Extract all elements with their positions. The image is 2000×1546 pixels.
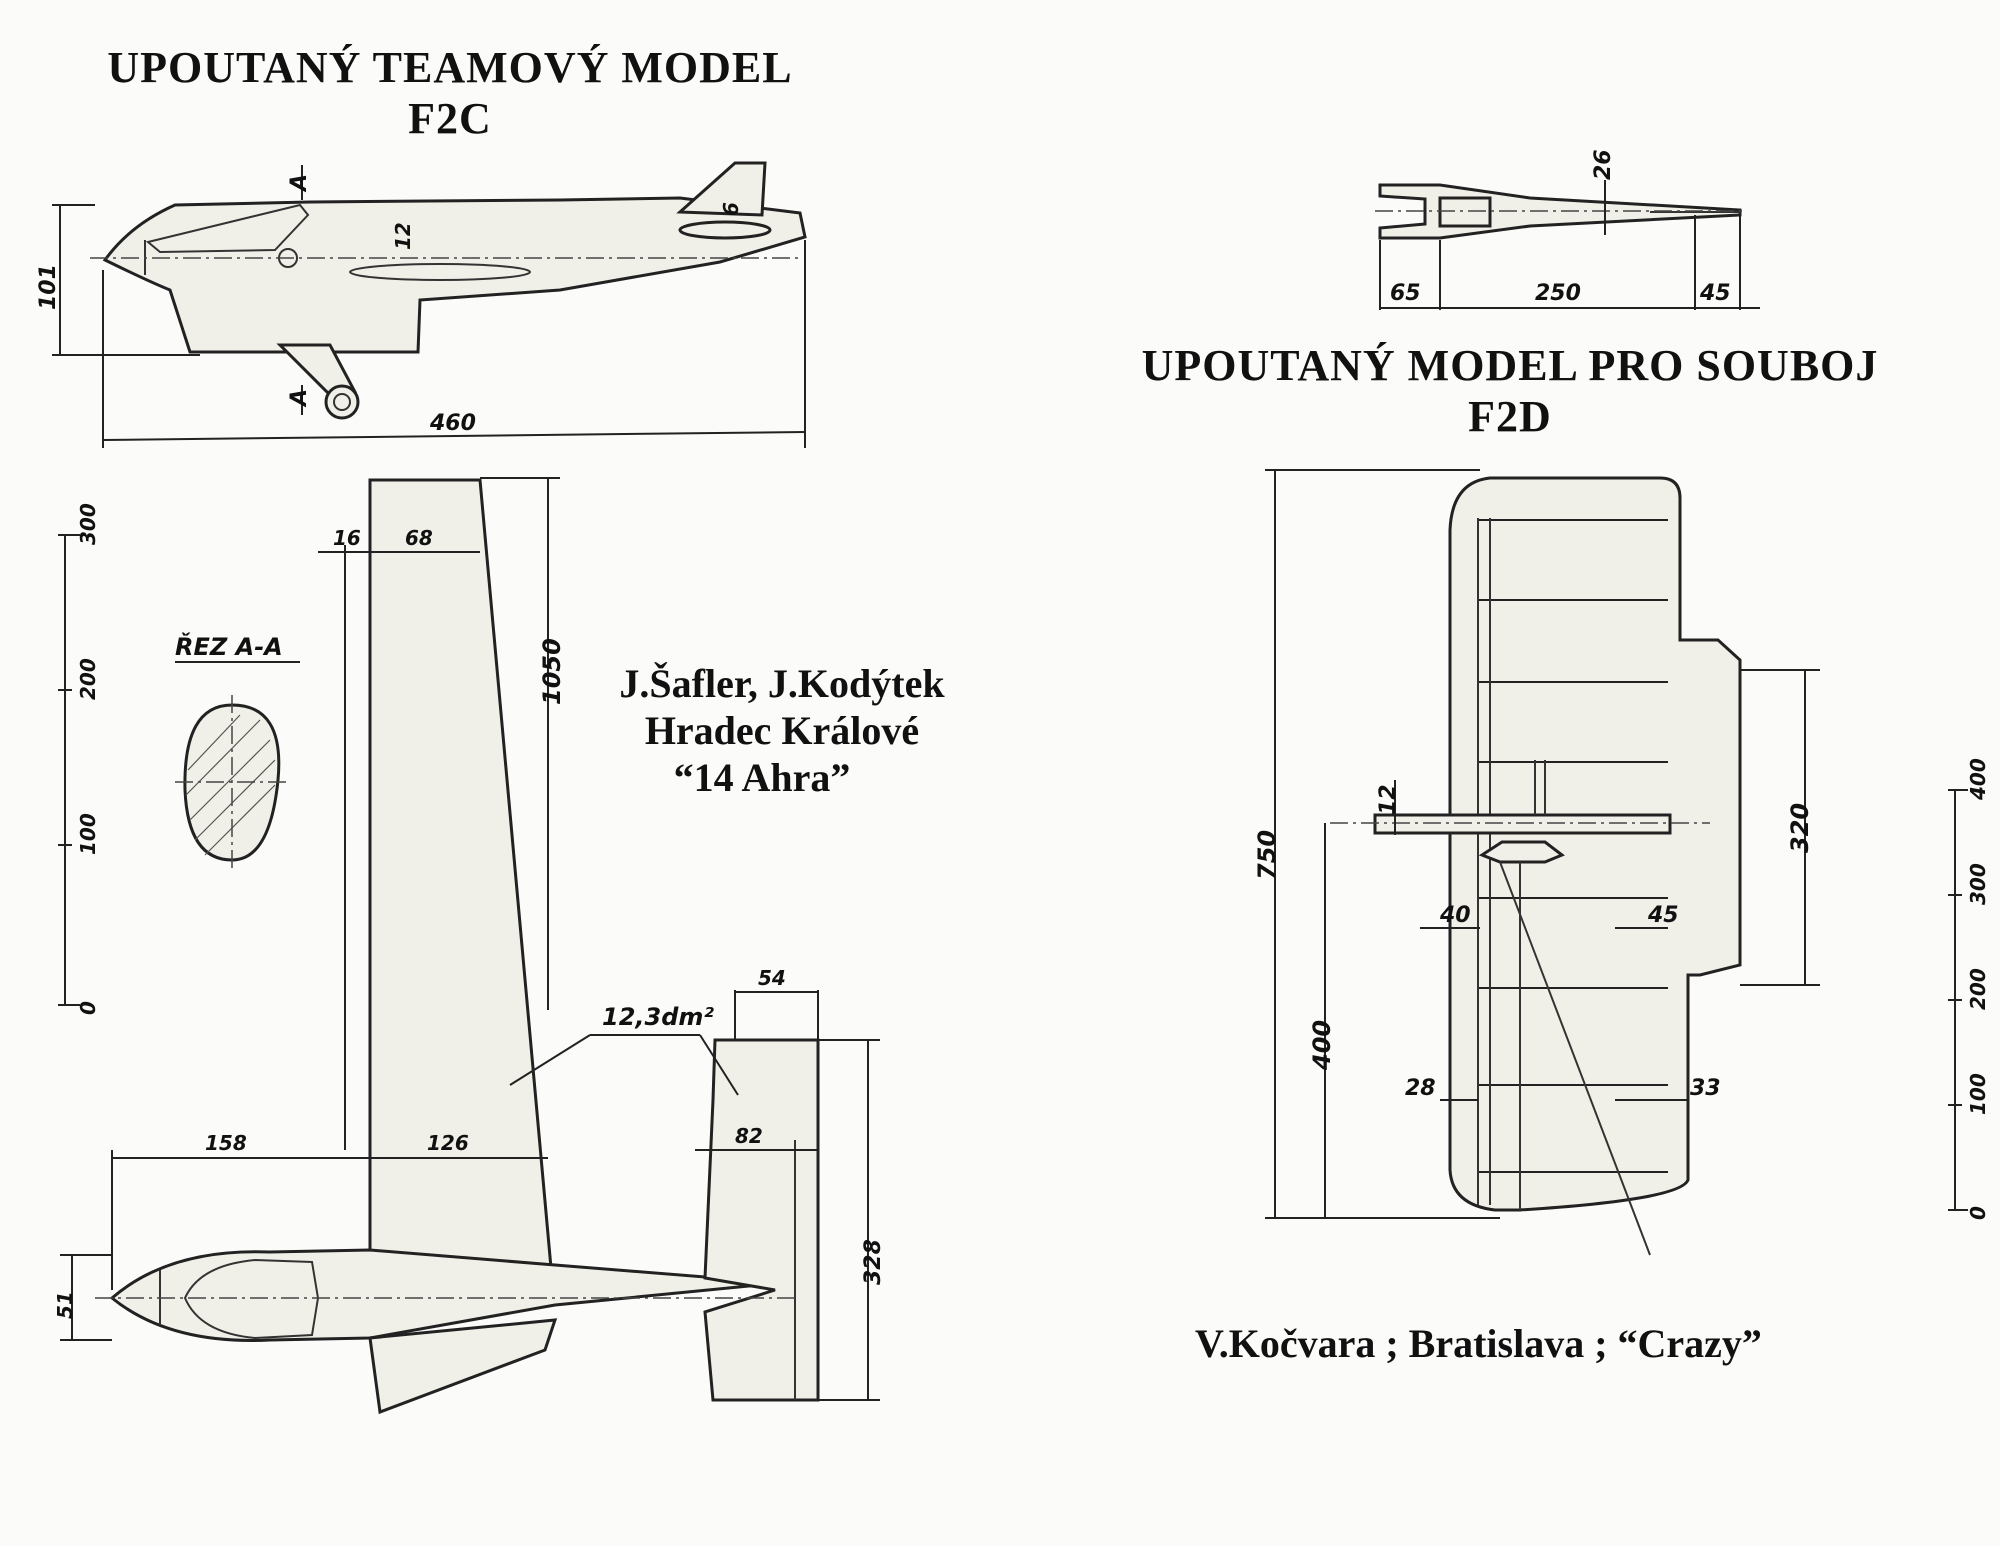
- f2d-top-fuselage: [1373, 813, 1672, 835]
- f2c-section-aa: ŘEZ A-A: [175, 631, 300, 870]
- f2c-section-mark-bottom: A: [287, 389, 312, 408]
- f2c-dim-fin: 6: [719, 202, 743, 216]
- f2c-dim-158: 158: [205, 1131, 247, 1155]
- f2c-dim-51: 51: [53, 1291, 77, 1319]
- f2d-dim-12: 12: [1376, 784, 1401, 815]
- f2d-title-line2: F2D: [1468, 392, 1552, 441]
- f2d-top-wing: [1448, 476, 1742, 1212]
- f2c-top-stabilizer: [703, 1038, 820, 1402]
- f2c-dim-328: 328: [861, 1239, 886, 1285]
- f2c-side-fuselage: [102, 196, 807, 354]
- f2d-side-view: 26 65 250 45: [1375, 149, 1760, 310]
- f2c-dim-68: 68: [405, 526, 433, 550]
- f2c-side-stabilizer: [678, 220, 772, 240]
- f2d-scale-bar: 400 300 200 100 0: [1948, 758, 1990, 1220]
- f2c-section-mark-top: A: [287, 174, 312, 193]
- f2d-dim-40: 40: [1439, 903, 1471, 928]
- f2c-scale-300: 300: [76, 503, 100, 545]
- f2c-dim-82: 82: [735, 1124, 763, 1148]
- f2d-scale-400: 400: [1966, 758, 1990, 801]
- f2d-title-line1: UPOUTANÝ MODEL PRO SOUBOJ: [1141, 341, 1879, 390]
- f2d-dim-45a: 45: [1699, 281, 1731, 306]
- f2c-top-inner-wing: [368, 1318, 558, 1415]
- f2c-scale-200: 200: [76, 658, 100, 700]
- f2d-top-view: 750 400 12 40 45 320 28 33: [1253, 469, 1820, 1256]
- f2d-dim-28: 28: [1405, 1076, 1436, 1101]
- f2c-section-label: ŘEZ A-A: [175, 631, 283, 661]
- f2c-side-fin: [676, 161, 767, 217]
- f2c-credit-line1: J.Šafler, J.Kodýtek: [619, 661, 945, 706]
- f2c-dim-thickness: 12: [391, 222, 415, 250]
- f2c-scale-100: 100: [76, 813, 100, 855]
- f2c-dim-span: 1050: [538, 638, 566, 705]
- f2d-credit: V.Kočvara ; Bratislava ; “Crazy”: [1195, 1321, 1762, 1366]
- f2d-dim-33: 33: [1690, 1076, 1721, 1101]
- f2d-scale-300: 300: [1966, 863, 1990, 905]
- f2c-side-view: A A 101 460 12 6: [36, 161, 807, 448]
- f2c-side-wing-section: [349, 263, 531, 281]
- f2c-side-canopy: [145, 203, 310, 254]
- f2c-credit-line3: “14 Ahra”: [673, 755, 851, 800]
- f2c-dim-16: 16: [333, 526, 361, 550]
- f2d-scale-100: 100: [1966, 1073, 1990, 1115]
- f2d-side-engine: [1438, 196, 1492, 228]
- f2d-scale-0: 0: [1966, 1206, 1990, 1220]
- f2d-dim-26: 26: [1591, 149, 1616, 180]
- f2c-scale-bar: 300 200 100 0: [58, 503, 100, 1015]
- f2c-credit: J.Šafler, J.Kodýtek Hradec Králové “14 A…: [582, 660, 982, 801]
- f2c-area-label: 12,3dm²: [602, 1003, 714, 1031]
- f2c-dim-54: 54: [758, 966, 786, 990]
- f2d-dim-750: 750: [1253, 830, 1281, 880]
- f2d-dim-250: 250: [1535, 281, 1581, 306]
- f2d-title: UPOUTANÝ MODEL PRO SOUBOJ F2D: [1100, 340, 1920, 442]
- f2c-credit-line2: Hradec Králové: [644, 708, 920, 753]
- f2c-scale-0: 0: [76, 1001, 100, 1015]
- f2c-top-view: 12,3dm² 1050 16 68 158 126 54 82: [53, 477, 886, 1415]
- f2c-title-line2: F2C: [408, 94, 492, 143]
- f2d-dim-45b: 45: [1647, 903, 1679, 928]
- f2c-side-wheel: [324, 384, 360, 420]
- f2c-dim-height: 101: [36, 264, 61, 310]
- f2c-dim-126: 126: [427, 1131, 469, 1155]
- f2c-title: UPOUTANÝ TEAMOVÝ MODEL F2C: [80, 42, 820, 144]
- f2c-top-wing: [368, 478, 555, 1292]
- f2c-dim-length: 460: [429, 411, 476, 436]
- f2d-dim-400: 400: [1308, 1020, 1336, 1071]
- f2d-scale-200: 200: [1966, 968, 1990, 1010]
- f2c-title-line1: UPOUTANÝ TEAMOVÝ MODEL: [107, 43, 793, 92]
- f2d-dim-320: 320: [1786, 803, 1814, 853]
- f2d-dim-65: 65: [1390, 281, 1421, 306]
- f2d-top-ribs: [1478, 519, 1668, 1173]
